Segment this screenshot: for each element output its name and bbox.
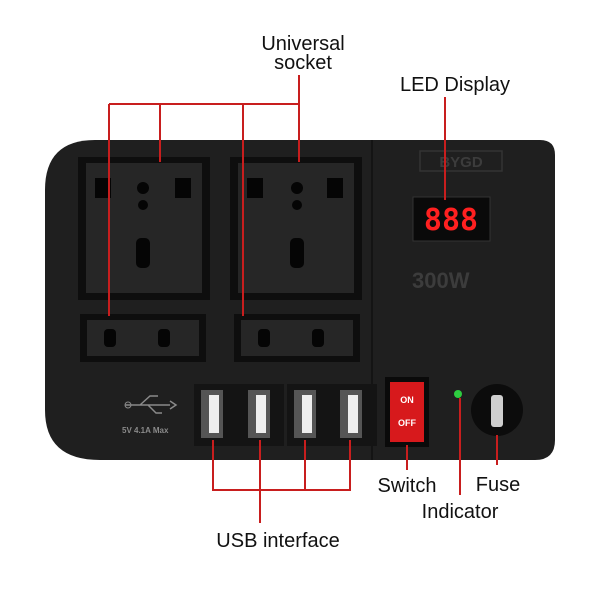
usb-port-2[interactable] — [248, 390, 270, 438]
brand-text: BYGD — [439, 154, 483, 171]
power-rating: 300W — [412, 268, 470, 293]
power-switch[interactable] — [390, 382, 424, 442]
usb-icon — [125, 395, 178, 414]
switch-off-text: OFF — [398, 418, 416, 428]
usb-port-3[interactable] — [294, 390, 316, 438]
fuse-cap — [491, 395, 503, 427]
brand-logo — [419, 150, 503, 172]
label-universal-socket-2: socket — [274, 52, 332, 74]
universal-socket-2 — [230, 157, 362, 300]
callout-lines — [108, 75, 498, 523]
indicator-light — [454, 390, 462, 398]
label-usb-interface: USB interface — [216, 530, 339, 552]
switch-on-text: ON — [400, 395, 414, 405]
led-display — [412, 196, 491, 242]
label-universal-socket-1: Universal — [261, 33, 344, 55]
label-led-display: LED Display — [400, 74, 510, 96]
label-indicator: Indicator — [422, 501, 499, 523]
small-socket-2 — [234, 314, 360, 362]
small-socket-1 — [80, 314, 206, 362]
label-switch: Switch — [378, 475, 437, 497]
led-readout: 888 — [424, 203, 478, 238]
usb-port-4[interactable] — [340, 390, 362, 438]
universal-socket-1 — [78, 157, 210, 300]
usb-port-1[interactable] — [201, 390, 223, 438]
usb-rating-text: 5V 4.1A Max — [122, 426, 169, 435]
label-fuse: Fuse — [476, 474, 520, 496]
